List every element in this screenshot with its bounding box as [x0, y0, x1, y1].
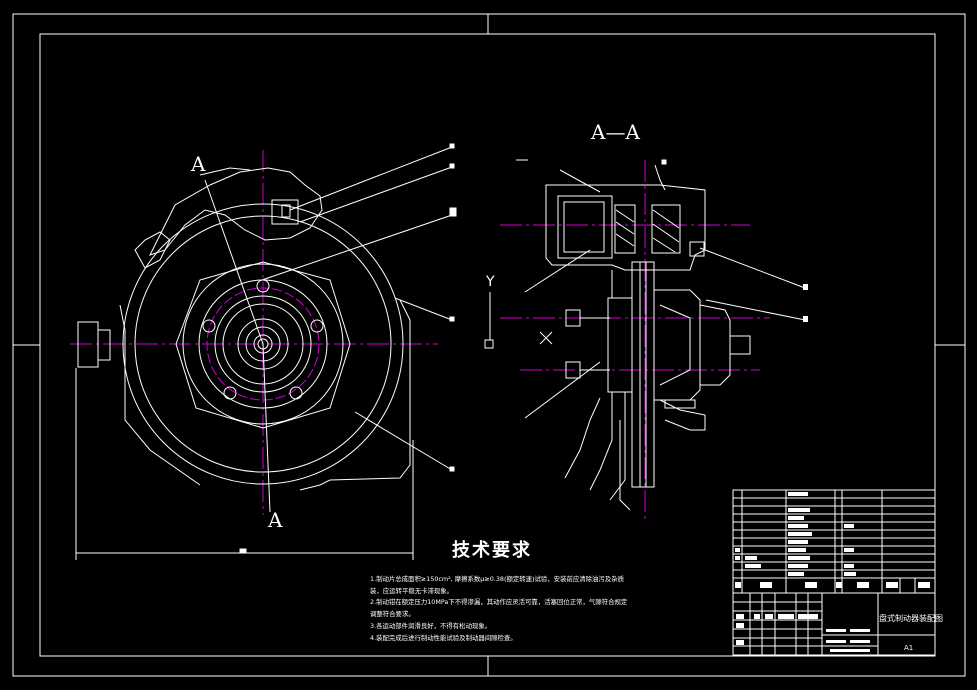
sheet-size: A1 [904, 644, 914, 652]
requirement-line: 调整符合要求。 [370, 610, 415, 619]
section-view-title: A—A [591, 120, 640, 144]
section-view [500, 159, 806, 520]
drawing-name: 盘式制动器装配图 [879, 614, 943, 623]
requirement-line: 2.制动钳在额定压力10MPa下不得渗漏，其动作应灵活可靠，活塞回位正常，气隙符… [370, 598, 628, 607]
requirement-line: 1.制动片总成面积≥150cm², 摩擦系数μ≥0.38(额定转速)试验，安装前… [370, 575, 624, 583]
requirement-line: 4.装配完成后进行制动性能试验及制动器间隙检查。 [370, 633, 517, 642]
axis-label-y: Y [486, 274, 495, 290]
section-mark-a-bottom: A [268, 508, 283, 532]
technical-requirements-text: 1.制动片总成面积≥150cm², 摩擦系数μ≥0.38(额定转速)试验，安装前… [370, 574, 628, 644]
section-mark-a-top: A [191, 152, 206, 176]
section-leader-tags [803, 284, 808, 322]
coordinate-indicator [484, 292, 553, 349]
title-block-fill-marks [735, 492, 930, 652]
leader-number-tags [449, 143, 457, 472]
requirement-line: 装，应运转平稳无卡滞现象。 [370, 586, 454, 595]
requirement-line: 3.各运动部件润滑良好，不得有松动现象。 [370, 621, 492, 630]
front-view [70, 146, 453, 560]
drawing-frame [12, 13, 966, 677]
technical-requirements-heading: 技术要求 [452, 540, 532, 561]
title-block [732, 489, 936, 656]
